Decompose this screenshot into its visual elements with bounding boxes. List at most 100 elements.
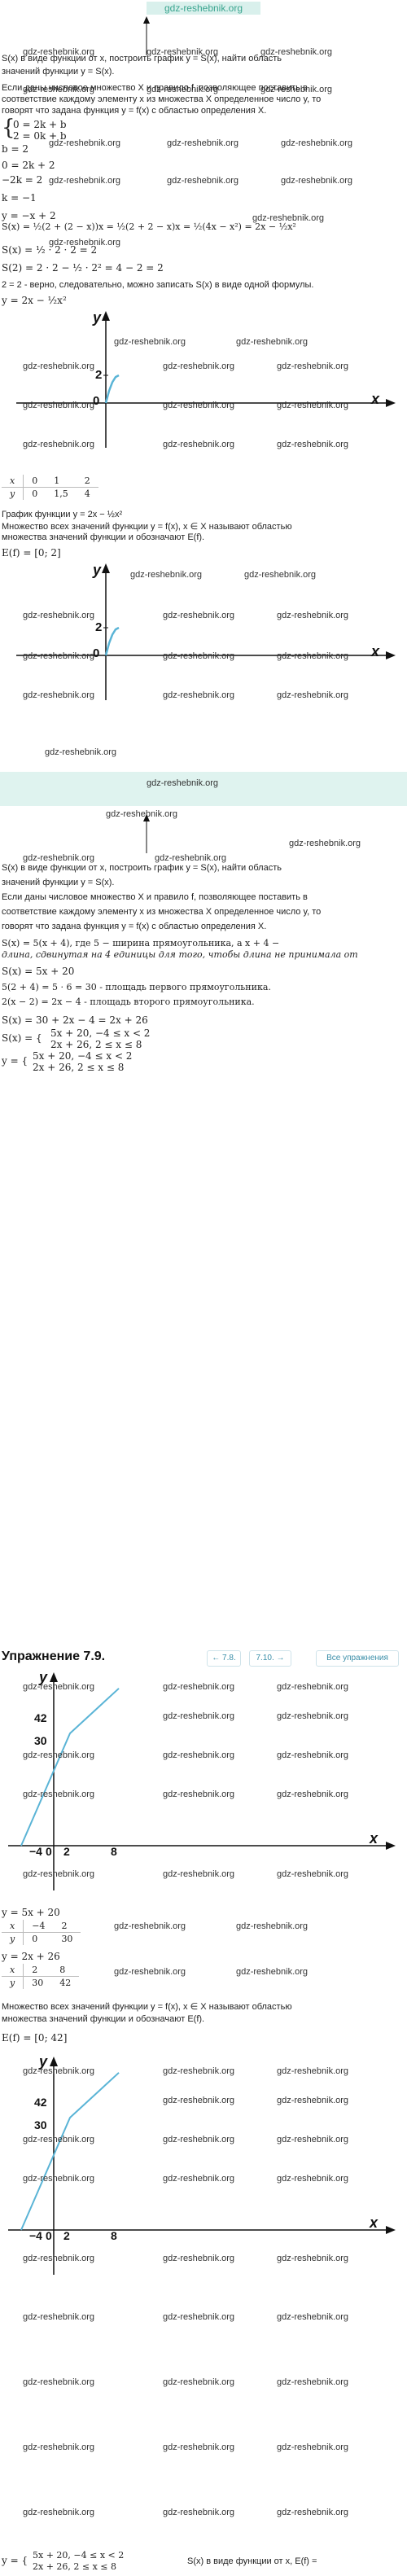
function-graph-4 bbox=[8, 2057, 396, 2275]
definition-line: Если даны числовое множество X и правило… bbox=[2, 892, 308, 902]
x-axis-label: x bbox=[371, 391, 380, 407]
watermark: gdz-reshebnik.org bbox=[277, 1711, 349, 1721]
bottom-text: S(x) в виде функции от x, E(f) = bbox=[187, 2556, 317, 2566]
next-exercise-button[interactable]: 7.10. → bbox=[249, 1650, 291, 1667]
math-line: y = 5x + 20 bbox=[2, 1907, 60, 1918]
watermark: gdz-reshebnik.org bbox=[260, 85, 333, 94]
watermark: gdz-reshebnik.org bbox=[23, 611, 95, 620]
math-line: 2x + 26, 2 ≤ x ≤ 8 bbox=[50, 1039, 142, 1050]
watermark: gdz-reshebnik.org bbox=[23, 47, 95, 57]
x-tick-label: 8 bbox=[111, 1845, 117, 1858]
watermark: gdz-reshebnik.org bbox=[163, 2312, 235, 2322]
watermark: gdz-reshebnik.org bbox=[49, 138, 121, 148]
watermark: gdz-reshebnik.org bbox=[244, 570, 317, 580]
math-line: S(x) = ½(2 + (2 − x))x = ½(2 + 2 − x)x =… bbox=[2, 221, 296, 232]
math-line: b = 2 bbox=[2, 143, 28, 155]
watermark: gdz-reshebnik.org bbox=[114, 1921, 186, 1931]
watermark: gdz-reshebnik.org bbox=[163, 651, 235, 661]
watermark: gdz-reshebnik.org bbox=[114, 337, 186, 347]
watermark: gdz-reshebnik.org bbox=[163, 1750, 235, 1760]
watermark: gdz-reshebnik.org bbox=[277, 2135, 349, 2144]
x-axis-label: x bbox=[371, 643, 380, 659]
watermark: gdz-reshebnik.org bbox=[277, 2312, 349, 2322]
math-line: S(x) = ½ · 2 · 2 = 2 bbox=[2, 244, 98, 256]
math-line: 2x + 26, 2 ≤ x ≤ 8 bbox=[33, 2561, 117, 2572]
watermark: gdz-reshebnik.org bbox=[260, 47, 333, 57]
watermark: gdz-reshebnik.org bbox=[23, 1869, 95, 1879]
x-axis-label: x bbox=[370, 1830, 379, 1847]
y-axis-label: y bbox=[39, 1669, 48, 1685]
watermark: gdz-reshebnik.org bbox=[277, 611, 349, 620]
watermark: gdz-reshebnik.org bbox=[23, 440, 95, 449]
watermark: gdz-reshebnik.org bbox=[163, 2066, 235, 2076]
all-exercises-button[interactable]: Все упражнения bbox=[316, 1650, 399, 1667]
intro-text-2: значений функции y = S(x). bbox=[2, 67, 115, 77]
watermark: gdz-reshebnik.org bbox=[277, 1750, 349, 1760]
math-line: y = −x + 2 bbox=[2, 210, 56, 221]
x-tick-label: 0 bbox=[46, 1845, 52, 1858]
math-line: 0 = 2k + b bbox=[13, 119, 67, 130]
watermark: gdz-reshebnik.org bbox=[45, 747, 117, 757]
watermark: gdz-reshebnik.org bbox=[23, 853, 95, 863]
watermark: gdz-reshebnik.org bbox=[163, 2096, 235, 2105]
watermark: gdz-reshebnik.org bbox=[147, 47, 219, 57]
range-definition: множества значений функции и обозначают … bbox=[2, 2014, 205, 2024]
range-answer: E(f) = [0; 42] bbox=[2, 2032, 68, 2044]
math-line: 2 = 0k + b bbox=[13, 130, 67, 142]
graph-curve bbox=[20, 1688, 120, 1847]
watermark: gdz-reshebnik.org bbox=[130, 570, 203, 580]
watermark: gdz-reshebnik.org bbox=[163, 2508, 235, 2517]
definition-line: говорят что задана функция y = f(x) с об… bbox=[2, 922, 267, 931]
math-line: S(2) = 2 · 2 − ½ · 2² = 4 − 2 = 2 bbox=[2, 262, 164, 274]
watermark: gdz-reshebnik.org bbox=[277, 1790, 349, 1799]
definition-line: соответствие каждому элементу x из множе… bbox=[2, 907, 322, 917]
watermark: gdz-reshebnik.org bbox=[163, 611, 235, 620]
watermark: gdz-reshebnik.org bbox=[49, 176, 121, 186]
top-arrow-axis bbox=[143, 16, 150, 55]
y-axis-label: y bbox=[39, 2053, 48, 2070]
watermark: gdz-reshebnik.org bbox=[163, 1869, 235, 1879]
watermark: gdz-reshebnik.org bbox=[289, 839, 361, 848]
watermark: gdz-reshebnik.org bbox=[23, 2312, 95, 2322]
watermark: gdz-reshebnik.org bbox=[167, 138, 239, 148]
y-axis-label: y bbox=[93, 309, 102, 326]
y-tick-label: 2 bbox=[95, 368, 103, 382]
watermark: gdz-reshebnik.org bbox=[163, 2377, 235, 2387]
watermark: gdz-reshebnik.org bbox=[23, 651, 95, 661]
watermark: gdz-reshebnik.org bbox=[23, 2254, 95, 2263]
watermark: gdz-reshebnik.org bbox=[277, 2254, 349, 2263]
x-tick-label: −4 bbox=[29, 2229, 42, 2242]
piecewise-label: y = { bbox=[2, 1055, 28, 1067]
watermark: gdz-reshebnik.org bbox=[277, 1869, 349, 1879]
function-graph-1 bbox=[16, 311, 396, 448]
watermark: gdz-reshebnik.org bbox=[277, 440, 349, 449]
x-axis-label: x bbox=[370, 2215, 379, 2231]
watermark: gdz-reshebnik.org bbox=[163, 440, 235, 449]
watermark: gdz-reshebnik.org bbox=[147, 85, 219, 94]
watermark: gdz-reshebnik.org bbox=[163, 2174, 235, 2184]
top-arrow-axis bbox=[143, 814, 150, 853]
watermark: gdz-reshebnik.org bbox=[23, 401, 95, 410]
watermark: gdz-reshebnik.org bbox=[23, 2174, 95, 2184]
x-tick-label: 2 bbox=[63, 1845, 70, 1858]
piecewise-label: S(x) = { bbox=[2, 1032, 42, 1044]
watermark: gdz-reshebnik.org bbox=[49, 238, 121, 248]
intro-text-2: значений функции y = S(x). bbox=[2, 878, 115, 887]
math-line: k = −1 bbox=[2, 192, 37, 204]
watermark: gdz-reshebnik.org bbox=[163, 1790, 235, 1799]
y-tick-label: 30 bbox=[34, 1734, 47, 1747]
bottom-piecewise: y = { bbox=[2, 2555, 28, 2566]
watermark: gdz-reshebnik.org bbox=[277, 2096, 349, 2105]
y-tick-label: 30 bbox=[34, 2118, 47, 2131]
math-line: 5x + 20, −4 ≤ x < 2 bbox=[50, 1027, 151, 1039]
site-logo[interactable]: gdz-reshebnik.org bbox=[147, 2, 260, 15]
prev-exercise-button[interactable]: ← 7.8. bbox=[207, 1650, 241, 1667]
range-definition: Множество всех значений функции y = f(x)… bbox=[2, 2002, 292, 2012]
watermark: gdz-reshebnik.org bbox=[106, 809, 178, 819]
math-line: y = 2x + 26 bbox=[2, 1951, 60, 1962]
system-brace: { bbox=[2, 116, 15, 140]
watermark: gdz-reshebnik.org bbox=[277, 2174, 349, 2184]
watermark: gdz-reshebnik.org bbox=[23, 1790, 95, 1799]
